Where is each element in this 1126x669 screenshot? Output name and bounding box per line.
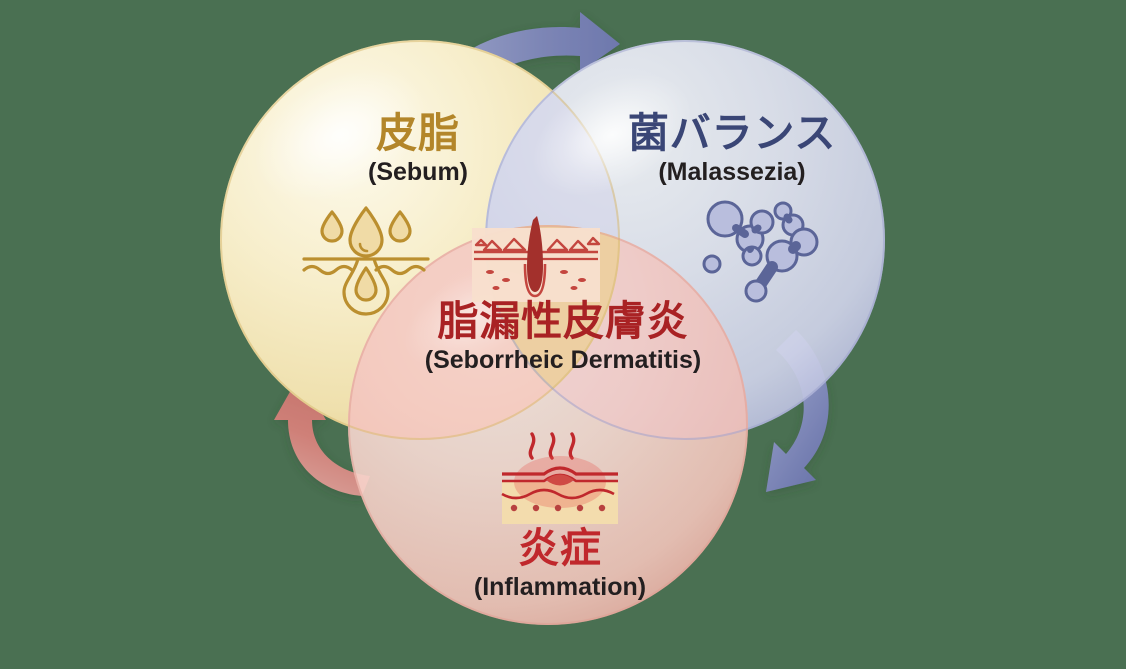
label-inflammation-en: (Inflammation) [473, 573, 647, 602]
label-seborrheic-dermatitis-en: (Seborrheic Dermatitis) [424, 346, 702, 375]
label-seborrheic-dermatitis: 脂漏性皮膚炎 (Seborrheic Dermatitis) [398, 298, 728, 375]
label-malassezia-en: (Malassezia) [658, 158, 806, 187]
sebum-drops-skin-icon [302, 206, 430, 316]
arrow-inflammation-to-sebum [274, 374, 370, 496]
label-seborrheic-dermatitis-jp: 脂漏性皮膚炎 [437, 298, 689, 344]
label-sebum-jp: 皮脂 [376, 110, 460, 156]
yeast-cells-icon [702, 200, 819, 303]
inflamed-skin-heat-icon [501, 432, 618, 524]
highlight-sebum [254, 68, 426, 202]
label-sebum-en: (Sebum) [368, 158, 468, 187]
highlight-malassezia [532, 73, 692, 197]
label-sebum: 皮脂 (Sebum) [268, 110, 568, 187]
label-inflammation-jp: 炎症 [518, 525, 602, 571]
hair-follicle-flaking-icon [472, 216, 601, 302]
label-malassezia: 菌バランス (Malassezia) [572, 110, 892, 187]
label-malassezia-jp: 菌バランス [627, 110, 837, 156]
label-inflammation: 炎症 (Inflammation) [440, 525, 680, 602]
